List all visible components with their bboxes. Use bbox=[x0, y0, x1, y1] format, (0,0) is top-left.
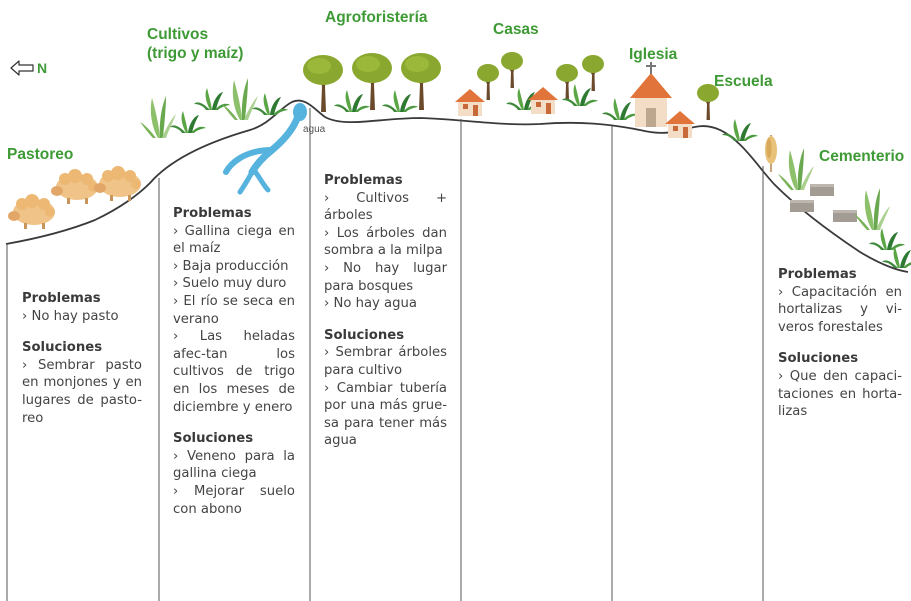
problems-heading: Problemas bbox=[778, 267, 857, 282]
solution-item: › Mejorar suelo con abono bbox=[173, 483, 295, 517]
problem-item: › Baja producción bbox=[173, 258, 289, 274]
zone-label-casas: Casas bbox=[493, 21, 539, 38]
school-icon bbox=[697, 84, 758, 141]
problem-item: › No hay lugar para bosques bbox=[324, 260, 447, 294]
zone-label-escuela: Escuela bbox=[714, 73, 773, 90]
terrain-line bbox=[5, 99, 909, 273]
church-icon bbox=[602, 62, 695, 138]
column-cementerio: Problemas › Capacitación en hortalizas y… bbox=[778, 266, 902, 421]
problem-item: › Cultivos + árboles bbox=[324, 190, 447, 224]
problems-heading: Problemas bbox=[324, 173, 403, 188]
problem-item: › Gallina ciega en el maíz bbox=[173, 223, 295, 257]
cemetery-icon bbox=[765, 135, 911, 268]
solution-item: › Sembrar árboles para cultivo bbox=[324, 345, 447, 378]
north-label: N bbox=[37, 60, 48, 76]
solution-item: › Veneno para la gallina ciega bbox=[173, 448, 295, 482]
sheep-icons bbox=[8, 166, 141, 229]
zone-label-cementerio: Cementerio bbox=[819, 148, 905, 165]
problems-heading: Problemas bbox=[173, 206, 252, 221]
problem-item: › Capacitación en hortalizas y vi-veros … bbox=[778, 284, 902, 335]
solutions-heading: Soluciones bbox=[22, 340, 103, 356]
problems-heading: Problemas bbox=[22, 291, 101, 306]
zone-label-iglesia: Iglesia bbox=[629, 46, 678, 63]
crop-plants-icon bbox=[140, 78, 288, 138]
zone-label-agroforesteria: Agroforistería bbox=[325, 9, 428, 26]
zone-dividers bbox=[6, 108, 764, 601]
zone-label-cultivos: Cultivos (trigo y maíz) bbox=[147, 25, 243, 63]
river-icon bbox=[223, 103, 307, 195]
column-agroforesteria: Problemas › Cultivos + árboles › Los árb… bbox=[324, 172, 447, 450]
north-indicator: N bbox=[10, 59, 47, 77]
problem-item: › Suelo muy duro bbox=[173, 276, 287, 292]
solution-item: › Que den capaci-taciones en horta-lizas bbox=[778, 368, 902, 420]
water-label: agua bbox=[303, 124, 326, 135]
solutions-heading: Soluciones bbox=[324, 327, 405, 343]
solution-item: › Sembrar pasto en monjones y en lugares… bbox=[22, 357, 142, 426]
zone-label-cultivos-line2: (trigo y maíz) bbox=[147, 45, 244, 62]
zone-label-pastoreo: Pastoreo bbox=[7, 146, 74, 163]
column-pastoreo: Problemas › No hay pasto Soluciones › Se… bbox=[22, 290, 142, 427]
solutions-heading: Soluciones bbox=[778, 351, 859, 367]
houses-icon bbox=[455, 52, 604, 116]
column-cultivos: Problemas › Gallina ciega en el maíz › B… bbox=[173, 205, 295, 518]
zone-label-cultivos-line1: Cultivos bbox=[147, 26, 209, 43]
problem-item: › No hay agua bbox=[324, 296, 417, 312]
solutions-heading: Soluciones bbox=[173, 431, 254, 447]
arrow-left-icon bbox=[10, 60, 34, 76]
problem-item: › Los árboles dan sombra a la milpa bbox=[324, 225, 447, 259]
agroforestry-trees-icon bbox=[303, 53, 441, 112]
problem-item: › No hay pasto bbox=[22, 308, 119, 324]
problem-item: › Las heladas afec-tan los cultivos de t… bbox=[173, 329, 295, 415]
problem-item: › El río se seca en verano bbox=[173, 293, 295, 327]
solution-item: › Cambiar tubería por una más grue-sa pa… bbox=[324, 380, 447, 449]
